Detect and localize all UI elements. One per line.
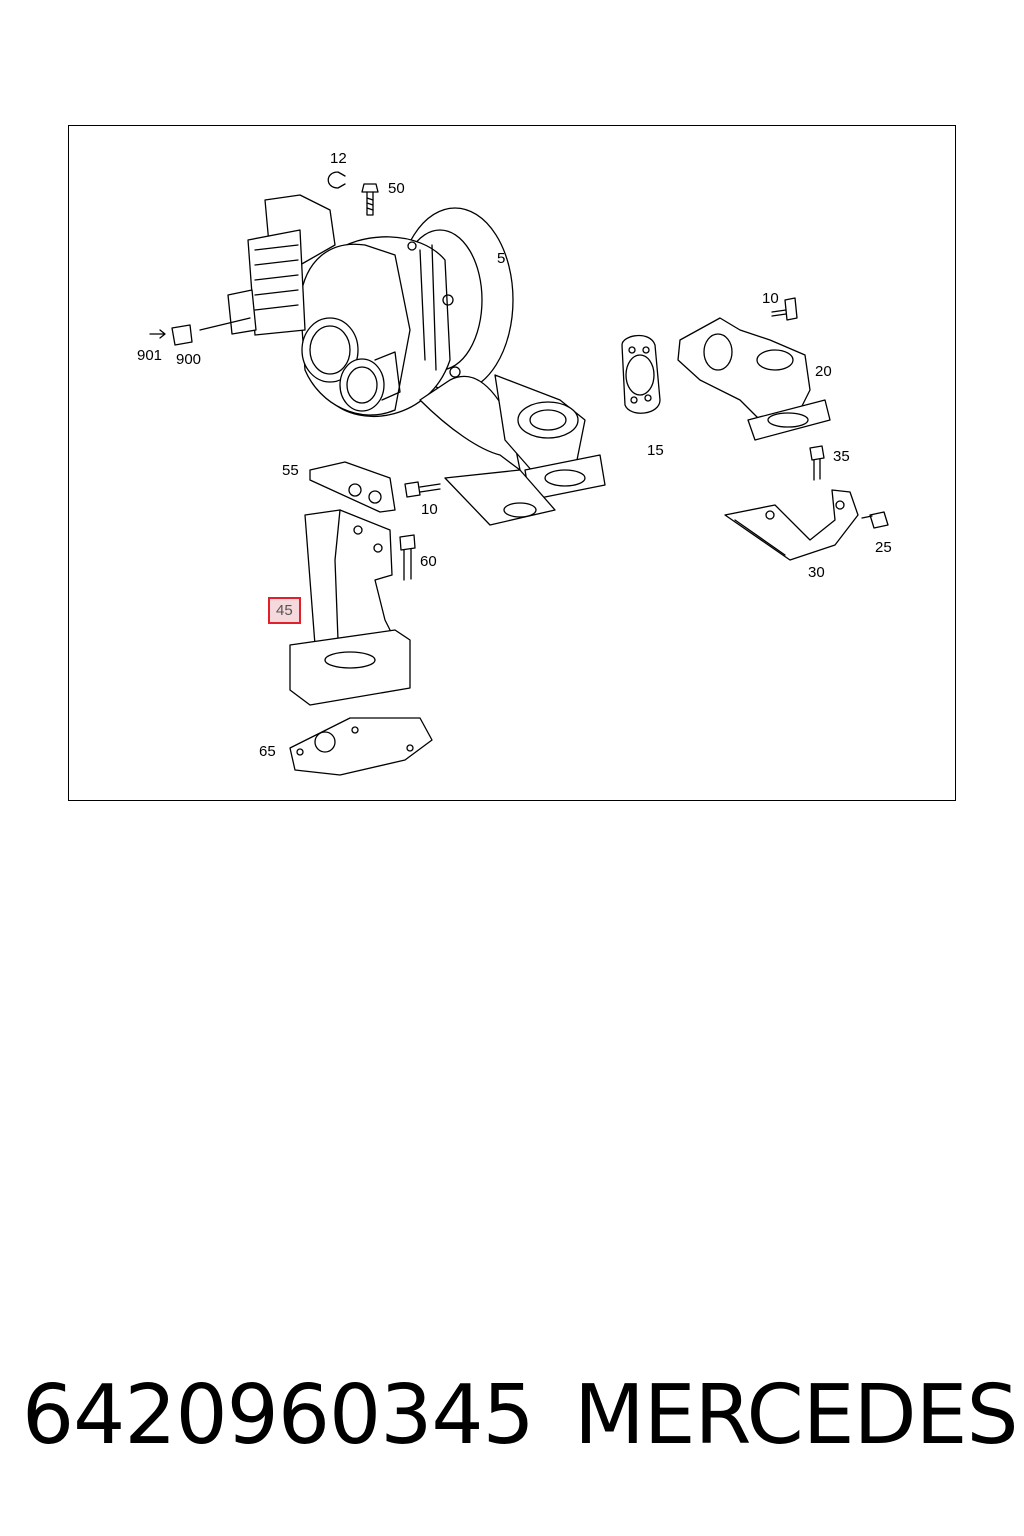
callout-5: 5 [497,250,506,267]
bolt-50 [361,183,379,216]
circlip [327,171,346,189]
callout-30: 30 [808,564,825,581]
elbow-20 [677,317,831,441]
part-number: 6420960345 [22,1368,535,1463]
egr-part-45 [289,509,411,706]
callout-45-highlighted[interactable]: 45 [268,597,301,624]
turbocharger [199,194,606,526]
callout-10-top: 10 [762,290,779,307]
callout-65: 65 [259,743,276,760]
callout-901: 901 [137,347,163,364]
callout-15: 15 [647,442,664,459]
callout-10-middle: 10 [421,501,438,518]
diagram-frame [68,125,956,801]
callout-55: 55 [282,462,299,479]
callout-12: 12 [330,150,347,167]
gasket-55 [309,461,396,513]
connector-900 [149,324,193,346]
gasket-15 [621,334,661,414]
callout-35: 35 [833,448,850,465]
callout-900: 900 [176,351,202,368]
callout-60: 60 [420,553,437,570]
callout-20: 20 [815,363,832,380]
bracket-30 [724,489,859,561]
callout-25: 25 [875,539,892,556]
gasket-65 [289,717,433,776]
brand-name: MERCEDES [574,1368,1019,1463]
callout-50: 50 [388,180,405,197]
